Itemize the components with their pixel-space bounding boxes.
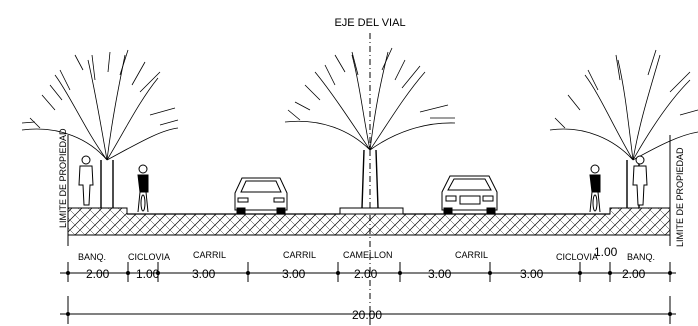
segment-name-7: CICLOVIA — [556, 252, 598, 262]
segment-width-3: 3.00 — [282, 267, 306, 281]
segment-width-7: 1.00 — [594, 245, 618, 259]
pedestrian-left — [78, 155, 94, 206]
segment-name-8: BANQ. — [627, 252, 655, 262]
property-limit-label-left: LIMITE DE PROPIEDAD — [58, 128, 68, 228]
cyclist-right — [589, 164, 601, 213]
segment-width-4: 2.00 — [354, 267, 378, 281]
segment-width-2: 3.00 — [192, 267, 216, 281]
road-axis-title: EJE DEL VIAL — [334, 17, 405, 29]
tree-left — [21, 49, 179, 208]
segment-width-5: 3.00 — [428, 267, 452, 281]
total-width-label: 20.00 — [352, 308, 382, 322]
segment-dots — [66, 271, 672, 275]
segment-name-0: BANQ. — [78, 252, 106, 262]
car-right — [441, 175, 498, 215]
segment-name-1: CICLOVIA — [128, 252, 170, 262]
segment-width-6: 3.00 — [520, 267, 544, 281]
car-left — [234, 177, 288, 215]
segment-name-2: CARRIL — [193, 250, 226, 260]
cyclist-left — [137, 164, 149, 213]
property-limit-label-right: LIMITE DE PROPIEDAD — [675, 147, 685, 247]
total-dot-right — [668, 312, 672, 316]
segment-name-4: CAMELLON — [343, 250, 393, 260]
segment-name-3: CARRIL — [283, 250, 316, 260]
total-dot-left — [66, 312, 70, 316]
segment-width-0: 2.00 — [86, 267, 110, 281]
tree-center — [284, 47, 456, 209]
pedestrian-right — [632, 155, 648, 206]
segment-name-5: CARRIL — [455, 250, 488, 260]
median-curb — [339, 207, 404, 215]
segment-width-1: 1.00 — [136, 267, 160, 281]
segment-width-8: 2.00 — [622, 267, 646, 281]
